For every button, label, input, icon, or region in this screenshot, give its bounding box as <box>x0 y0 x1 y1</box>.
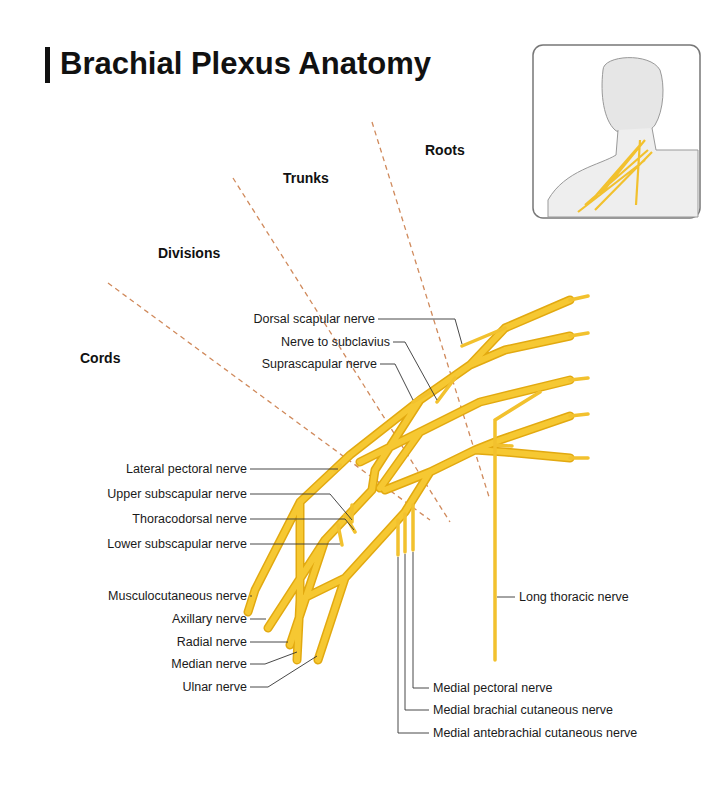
nerve-label: Upper subscapular nerve <box>107 486 247 502</box>
leader-line <box>393 342 437 400</box>
nerve-label: Medial brachial cutaneous nerve <box>433 702 613 718</box>
leader-line <box>380 364 413 400</box>
nerve-branch <box>335 296 588 660</box>
nerve-group <box>248 296 588 660</box>
nerve-label: Medial pectoral nerve <box>433 680 553 696</box>
leader-line <box>250 469 338 470</box>
leader-line <box>250 656 317 687</box>
section-label: Roots <box>425 142 465 158</box>
leader-line <box>405 554 429 710</box>
nerve-label: Medial antebrachial cutaneous nerve <box>433 725 637 741</box>
nerve-label: Nerve to subclavius <box>281 334 390 350</box>
nerve-label: Ulnar nerve <box>182 679 247 695</box>
nerve-label: Lower subscapular nerve <box>107 536 247 552</box>
section-label: Divisions <box>158 245 220 261</box>
section-dividers <box>108 122 490 522</box>
leader-line <box>250 519 354 530</box>
leader-line <box>398 557 429 733</box>
inset-figure <box>533 45 700 218</box>
nerve-label: Median nerve <box>171 656 247 672</box>
nerve-label: Long thoracic nerve <box>519 589 629 605</box>
inset-head <box>602 58 663 135</box>
nerve-outline <box>248 300 570 660</box>
nerve-label: Axillary nerve <box>172 611 247 627</box>
section-label: Trunks <box>283 170 329 186</box>
inset-nerves <box>578 140 652 212</box>
leader-line <box>250 619 266 620</box>
section-label: Cords <box>80 350 120 366</box>
leader-line <box>250 494 352 520</box>
nerve-label: Lateral pectoral nerve <box>126 461 247 477</box>
nerve-label: Dorsal scapular nerve <box>253 311 375 327</box>
leader-line <box>497 597 515 598</box>
leader-line <box>378 319 462 344</box>
leader-line <box>413 552 429 688</box>
leader-line <box>250 544 340 545</box>
title-bar <box>45 47 50 83</box>
leader-line <box>250 642 288 643</box>
leader-line <box>250 596 252 597</box>
inset-body <box>548 128 698 217</box>
nerve-label: Radial nerve <box>177 634 247 650</box>
inset-frame <box>533 45 700 218</box>
nerve-trunk <box>248 300 570 660</box>
leader-line <box>250 652 297 664</box>
leader-lines <box>250 319 515 733</box>
nerve-label: Suprascapular nerve <box>262 356 377 372</box>
nerve-label: Thoracodorsal nerve <box>132 511 247 527</box>
divider-line <box>233 178 450 522</box>
diagram-title: Brachial Plexus Anatomy <box>60 44 431 84</box>
nerve-label: Musculocutaneous nerve <box>108 588 247 604</box>
